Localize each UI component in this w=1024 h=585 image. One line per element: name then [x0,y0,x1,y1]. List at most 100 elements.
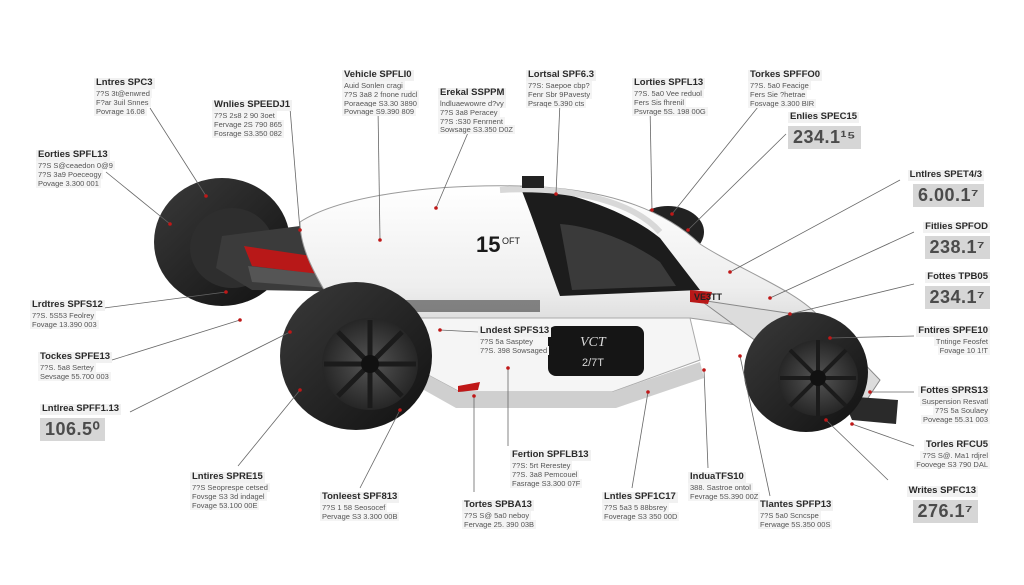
callout-fottes-sprs13: Fottes SPRS13 Suspension Resvatl 7?S 5a … [918,380,990,424]
callout-lntres-spc3: Lntres SPC3 7?S 3t@enwred F?ar 3uil Snne… [94,72,155,116]
callout-line: 7?S S@ 5a0 neboy [462,511,532,521]
callout-title: Tonleest SPF813 [320,491,400,503]
callout-line: 7?S :S30 Fenrnent [438,116,505,126]
callout-title: Writes SPFC13 [906,485,978,497]
callout-title: Fottes TPB05 [925,271,990,283]
callout-title: Tockes SPFE13 [38,351,113,363]
callout-line: Povnage S9.390 809 [342,107,417,117]
callout-line: Fosrage S3.350 082 [212,128,284,138]
callout-line: Povrage 16.08 [94,106,147,116]
callout-line: Tntinge Feosfet [933,337,990,347]
callout-line: Fovage 53.100 00E [190,500,260,510]
callout-value: 276.1⁷ [912,500,978,524]
callout-line: 7?S 5a Sasptey [478,337,535,347]
callout-torles-rfcu5: Torles RFCU5 7?S S@. Ma1 rdjrel Foovege … [914,434,990,470]
callout-tlantes-spfp13: Tlantes SPFP13 7?S 5a0 Scncspe Ferwage 5… [758,494,834,530]
callout-line: Fers Sie ?hetrae [748,90,808,100]
callout-line: 7?S 5a0 Scncspe [758,511,821,521]
callout-title: Tlantes SPFP13 [758,499,834,511]
callout-title: Lntres SPC3 [94,77,155,89]
callout-line: Fers Sis fhrenil [632,98,687,108]
callout-lntires-spre15: Lntires SPRE15 7?S Seoprespe cetsed Fovs… [190,466,270,510]
callout-line: 7?S 3a8 Peracey [438,108,500,118]
front-left-tire [280,282,432,430]
callout-line: Fasrage S3.300 07F [510,478,583,488]
callout-title: Erekal SSPPM [438,87,507,99]
callout-line: Poraeage S3.30 3890 [342,98,419,108]
callout-erekal-sspp: Erekal SSPPM lndluaewowre d?vy 7?S 3a8 P… [438,82,515,135]
callout-title: Vehicle SPFLI0 [342,69,414,81]
callout-line: 7?S 3t@enwred [94,89,152,99]
callout-tortes-spba13: Tortes SPBA13 7?S S@ 5a0 neboy Fervage 2… [462,494,537,530]
callout-line: 7?S. 5a8 Sertey [38,363,96,373]
callout-fottes-tpb05: Fottes TPB05 234.1⁷ [924,266,990,310]
callout-tonleest-spf813: Tonleest SPF813 7?S 1 58 Seosocef Pervag… [320,486,400,522]
callout-line: 7?S 5a Soulaey [933,406,990,416]
callout-line: 7?S 3a9 Poeceogy [36,170,104,180]
car-number-suffix: OFT [502,236,520,246]
callout-lntlres-spet43: Lntlres SPET4/3 6.00.1⁷ [907,164,984,208]
callout-line: Povage 3.300 001 [36,178,101,188]
callout-line: F?ar 3uil Snnes [94,98,151,108]
callout-fntires-spfe10: Fntires SPFE10 Tntinge Feosfet Fovage 10… [916,320,990,356]
callout-title: Wnlies SPEEDJ1 [212,99,293,111]
callout-lntlrea-spff113: Lntlrea SPFF1.13 106.5⁰ [40,398,122,442]
callout-value: 234.1¹⁵ [788,126,861,150]
callout-line: 7?S. 3a8 Pemcouel [510,470,580,480]
callout-title: Lrdtres SPFS12 [30,299,105,311]
callout-title: Lorties SPFL13 [632,77,706,89]
callout-line: 7?S. 5a0 Feacige [748,81,811,91]
callout-lntles-spf1c17: Lntles SPF1C17 7?S 5a3 5 88bsrey Foverag… [602,486,680,522]
callout-lortsal-spf63: Lortsal SPF6.3 7?S: Saepoe cbp? Fenr Sbr… [526,64,596,108]
callout-line: 7?S 2s8 2 90 3oet [212,111,277,121]
callout-title: Fntires SPFE10 [916,325,990,337]
callout-title: Torles RFCU5 [923,439,990,451]
callout-title: Fottes SPRS13 [918,385,990,397]
callout-line: Fevrage 5S.390 00Z [688,492,761,502]
car-number: 15 [476,232,500,257]
callout-line: Fovage 10 1!T [937,346,990,356]
callout-line: Auid Sonlen cragi [342,81,405,91]
callout-title: Enlies SPEC15 [788,111,860,123]
callout-fertion-spflb13: Fertion SPFLB13 7?S: 5rt Rerestey 7?S. 3… [510,444,591,488]
callout-line: 7?S. 5a0 Vee reduol [632,89,704,99]
callout-line: 7?S: 5rt Rerestey [510,461,573,471]
callout-line: Fenr Sbr 9Pavesty [526,90,593,100]
callout-enlies-spec15: Enlies SPEC15 234.1¹⁵ [788,106,861,150]
callout-line: Fosvage 3.300 BIR [748,98,817,108]
callout-eorties-spfl13: Eorties SPFL13 7?S S@ceaedon 0@9 7?S 3a9… [36,144,115,188]
callout-title: Lntlrea SPFF1.13 [40,403,122,415]
callout-induatfs10: InduaTFS10 388. Sastroe ontol Fevrage 5S… [688,466,761,502]
callout-line: Foverage S3 350 00D [602,512,680,522]
callout-title: Lndest SPFS13 [478,325,552,337]
callout-line: 7?S 3a8 2 fnone rudcl [342,90,420,100]
display-logo: VCT [580,335,607,350]
callout-line: 7?S. 398 Sowsaged [478,346,550,356]
callout-value: 6.00.1⁷ [913,184,984,208]
callout-line: 7?S S@. Ma1 rdjrel [920,451,990,461]
callout-title: Lntlres SPET4/3 [907,169,984,181]
callout-line: 7?S 1 58 Seosocef [320,503,388,513]
callout-title: Lntires SPRE15 [190,471,265,483]
callout-vehicle-spfli0: Vehicle SPFLI0 Auid Sonlen cragi 7?S 3a8… [342,64,420,117]
callout-writes-spfc13: Writes SPFC13 276.1⁷ [906,480,978,524]
callout-line: 7?S: Saepoe cbp? [526,81,592,91]
callout-line: 7?S S@ceaedon 0@9 [36,161,115,171]
callout-torkes-spffo0: Torkes SPFFO0 7?S. 5a0 Feacige Fers Sie … [748,64,823,108]
car-body [299,176,821,408]
callout-line: Fervage 2S 790 865 [212,120,284,130]
callout-lndest-spfs13: Lndest SPFS13 7?S 5a Sasptey 7?S. 398 So… [478,320,552,356]
callout-title: Tortes SPBA13 [462,499,534,511]
callout-line: Pervage S3 3.300 00B [320,512,400,522]
callout-line: lndluaewowre d?vy [438,99,506,109]
callout-tockes-spfe13: Tockes SPFE13 7?S. 5a8 Sertey Sevsage 55… [38,346,113,382]
callout-title: Lntles SPF1C17 [602,491,678,503]
callout-line: Sevsage 55.700 003 [38,372,111,382]
callout-value: 238.1⁷ [924,236,990,260]
callout-lrdtres-spfs12: Lrdtres SPFS12 7?S. 5S53 Feolrey Fovage … [30,294,105,330]
callout-line: Ferwage 5S.350 00S [758,520,833,530]
display-text: 2/7T [582,357,604,369]
callout-value: 106.5⁰ [40,418,106,442]
